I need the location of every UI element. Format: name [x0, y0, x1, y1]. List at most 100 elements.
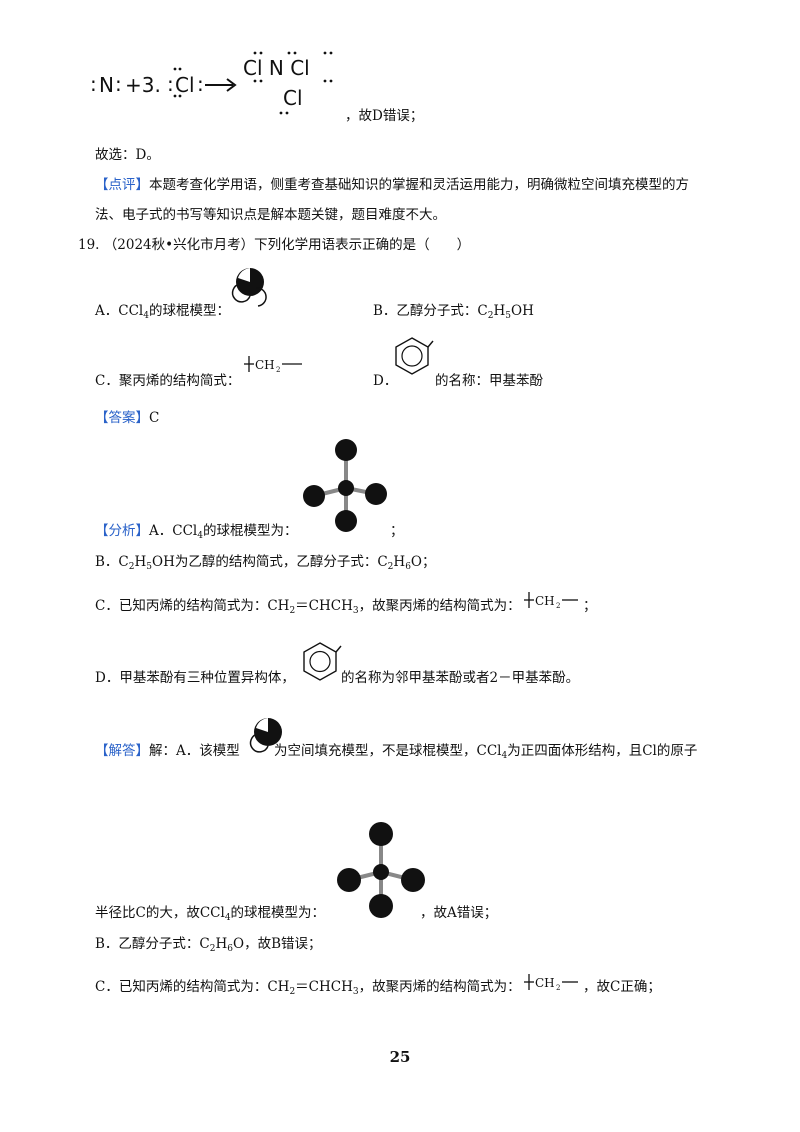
option-a-suffix: 的球棍模型：: [148, 303, 230, 319]
analysis-tag: 【分析】: [95, 523, 149, 539]
polymer-unit-text: CH: [535, 594, 555, 608]
cl-dot-dots: :: [167, 72, 174, 96]
polymer-structure-analysis: CH 2: [520, 590, 590, 612]
product-top-row: Cl N Cl: [243, 56, 310, 80]
benzene-ring-analysis: [300, 640, 344, 684]
analysis-c-suffix: ，故聚丙烯的结构简式为：: [358, 598, 521, 614]
analysis-d-suffix: 的名称为邻甲基苯酚或者2－甲基苯酚。: [341, 670, 580, 686]
analysis-b-part: O；: [410, 554, 436, 570]
electron-dot-equation: : N : +3. : Cl : Cl N Cl Cl: [85, 45, 365, 120]
analysis-a-suffix: 的球棍模型为：: [202, 523, 298, 539]
analysis-b-part: OH为乙醇的结构简式，乙醇分子式：C: [152, 554, 388, 570]
analysis-b-part: H: [134, 554, 147, 570]
electron-dot-diagram: : N : +3. : Cl : Cl N Cl Cl: [90, 51, 333, 115]
polymer-bracket-diagram: CH 2: [244, 356, 302, 374]
solution-radius-mid: 的球棍模型为：: [230, 905, 326, 921]
space-filling-model-a: [230, 262, 270, 308]
solution-b-sub: 6: [227, 944, 233, 954]
analysis-c-mid: ＝CHCH: [295, 598, 353, 614]
option-d-prefix: D．: [373, 373, 398, 389]
analysis-c-sub: 2: [289, 606, 296, 616]
analysis-a-prefix: A．CCl: [149, 523, 198, 539]
ball-stick-icon: [337, 822, 425, 918]
solution-intro: 解：A．该模型: [149, 743, 240, 759]
solution-c-mid: ＝CHCH: [295, 979, 353, 995]
space-filling-icon: [231, 268, 267, 307]
analysis-a-end: ；: [390, 523, 404, 539]
solution-b-part: H: [215, 936, 228, 952]
solution-line-1-rest: 为空间填充模型，不是球棍模型，CCl4为正四面体形结构，且Cl的原子: [274, 741, 697, 766]
n-dot-dots: :: [90, 72, 97, 96]
answer-value: C: [149, 410, 160, 426]
ball-stick-model-analysis: [300, 436, 392, 534]
option-b-suffix: OH: [511, 303, 534, 319]
analysis-d-prefix: D．甲基苯酚有三种位置异构体，: [95, 670, 295, 686]
solution-radius: 半径比C的大，故CCl4的球棍模型为：: [95, 903, 325, 928]
n-atom-symbol: N: [99, 73, 114, 97]
ball-stick-model-solution: [335, 818, 427, 918]
polymer-bracket-diagram: CH 2: [524, 974, 578, 992]
option-b-prefix: B．乙醇分子式：C: [373, 303, 488, 319]
option-c: C．聚丙烯的结构简式：: [95, 373, 241, 389]
option-a-sub: 4: [143, 311, 149, 321]
solution-b: B．乙醇分子式：C2H6O，故B错误；: [95, 934, 322, 959]
solution-sub4: 4: [501, 751, 508, 761]
analysis-a-sub: 4: [197, 531, 203, 541]
lone-pair-dots: [173, 51, 333, 115]
polymer-unit-text: CH: [255, 358, 275, 372]
cl-dot-dots-right: :: [197, 72, 204, 96]
solution-line-1: 【解答】解：A．该模型: [95, 741, 240, 761]
option-a: A．CCl4的球棍模型：: [95, 301, 230, 326]
polymer-unit-sub: 2: [556, 984, 560, 992]
solution-c-end: ，故C正确；: [583, 979, 661, 995]
page-number: 25: [389, 1048, 411, 1066]
benzene-ring-d: [394, 336, 434, 378]
answer-tag: 【答案】: [95, 410, 149, 426]
polymer-structure-solution: CH 2: [520, 972, 590, 994]
n-dot-dots-right: :: [115, 72, 122, 96]
solution-c-sub2: 3: [352, 987, 359, 997]
solution-after-model: 为空间填充模型，不是球棍模型，CCl: [274, 743, 502, 759]
solution-b-part: B．乙醇分子式：C: [95, 936, 210, 952]
reaction-arrow-head: [226, 78, 237, 92]
solution-b-part: O，故B错误；: [233, 936, 322, 952]
plus-three: +3.: [125, 73, 161, 97]
answer-line: 【答案】C: [95, 408, 159, 428]
review-tag: 【点评】: [95, 177, 149, 193]
analysis-c-prefix: C．已知丙烯的结构简式为：CH: [95, 598, 290, 614]
polymer-unit-sub: 2: [276, 366, 280, 374]
solution-c: C．已知丙烯的结构简式为：CH2＝CHCH3，故聚丙烯的结构简式为：: [95, 977, 521, 1002]
solution-c-suffix: ，故聚丙烯的结构简式为：: [358, 979, 521, 995]
analysis-b-sub: 2: [387, 562, 394, 572]
space-filling-model-solution: [248, 712, 288, 760]
option-b: B．乙醇分子式：C2H5OH: [373, 301, 534, 326]
solution-radius-prefix: 半径比C的大，故CCl: [95, 905, 225, 921]
polymer-structure-option-c: CH 2: [240, 354, 310, 376]
analysis-b-sub: 5: [146, 562, 152, 572]
question-stem: 19. （2024秋•兴化市月考）下列化学用语表示正确的是（ ）: [78, 235, 470, 255]
choose-answer: 故选：D。: [95, 147, 160, 163]
question-text: 下列化学用语表示正确的是（ ）: [254, 237, 471, 253]
question-number: 19.: [78, 237, 100, 253]
analysis-c-end: ；: [583, 598, 597, 614]
review-text-1: 本题考查化学用语，侧重考查基础知识的掌握和灵活运用能力，明确微粒空间填充模型的方: [149, 177, 689, 193]
option-b-mid: H: [493, 303, 506, 319]
option-b-sub1: 2: [487, 311, 494, 321]
product-bottom-row: Cl: [283, 86, 303, 110]
polymer-unit-text: CH: [535, 976, 555, 990]
option-a-prefix: A．CCl: [95, 303, 144, 319]
option-d-suffix: 的名称：甲基苯酚: [435, 373, 543, 389]
benzene-ring-icon: [395, 337, 434, 375]
d-wrong-tail: ，故D错误；: [345, 108, 424, 124]
analysis-c: C．已知丙烯的结构简式为：CH2＝CHCH3，故聚丙烯的结构简式为：: [95, 596, 521, 621]
solution-radius-sub: 4: [224, 913, 231, 923]
space-filling-icon: [249, 718, 282, 753]
review-line-1: 【点评】本题考查化学用语，侧重考查基础知识的掌握和灵活运用能力，明确微粒空间填充…: [95, 175, 689, 195]
cl-atom-symbol: Cl: [175, 73, 195, 97]
solution-tag: 【解答】: [95, 743, 149, 759]
benzene-ring-icon: [303, 642, 342, 681]
analysis-b-sub: 2: [128, 562, 135, 572]
option-b-sub2: 5: [505, 311, 511, 321]
polymer-unit-sub: 2: [556, 602, 560, 610]
solution-a-wrong: ，故A错误；: [420, 905, 498, 921]
